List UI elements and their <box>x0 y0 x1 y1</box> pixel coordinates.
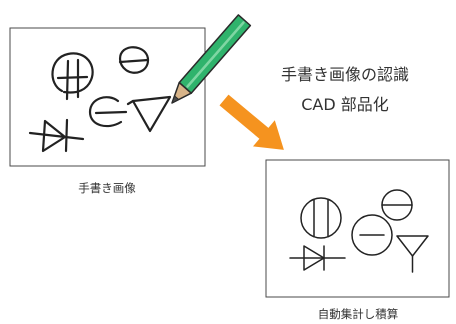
pencil-icon <box>171 14 252 104</box>
hand-diode-triangle <box>41 119 67 153</box>
cad-symbol-triangle <box>396 235 429 273</box>
hand-small-circle <box>119 46 150 74</box>
pencil-highlight <box>186 21 245 88</box>
cad-diode-triangle <box>303 245 325 271</box>
hand-symbol-triangle <box>126 95 172 133</box>
hand-diode-wire <box>28 131 85 141</box>
hand-small-circle-line <box>118 58 150 64</box>
hand-vertical-line-left <box>65 59 70 101</box>
handwritten-panel: 手書き画像 <box>9 27 206 195</box>
cad-parts-heading: CAD 部品化 <box>301 95 389 114</box>
cad-symbol-diode <box>289 245 346 271</box>
hand-symbol-diode <box>28 118 85 153</box>
hand-triangle <box>131 95 172 133</box>
hand-symbol-small-circle-line <box>118 46 150 74</box>
hand-symbol-open-circle-line <box>88 96 128 128</box>
hand-open-circle <box>88 96 123 128</box>
hand-triangle-tail <box>126 99 135 106</box>
hand-horizontal-line <box>56 75 89 80</box>
cad-symbol-circle-vertical-lines <box>300 197 342 239</box>
hand-open-circle-line <box>94 110 128 115</box>
hand-diode-bar <box>64 118 69 153</box>
recognition-heading: 手書き画像の認識 <box>281 65 409 84</box>
handwritten-caption: 手書き画像 <box>78 181 136 195</box>
hand-circle <box>51 52 94 94</box>
cad-large-circle <box>351 214 393 256</box>
pencil-lead <box>171 95 180 104</box>
arrow-down-right-icon <box>219 94 284 150</box>
cad-panel: 自動集計し積算 <box>265 159 450 321</box>
cad-symbol-small-circle-line <box>381 189 413 221</box>
automatic-caption: 自動集計し積算 <box>318 307 399 321</box>
cad-circle <box>300 197 342 239</box>
cad-symbol-circle-line <box>351 214 393 256</box>
hand-symbol-circle-vertical-lines <box>51 52 94 101</box>
cad-triangle <box>396 235 429 257</box>
cad-frame <box>265 159 450 298</box>
